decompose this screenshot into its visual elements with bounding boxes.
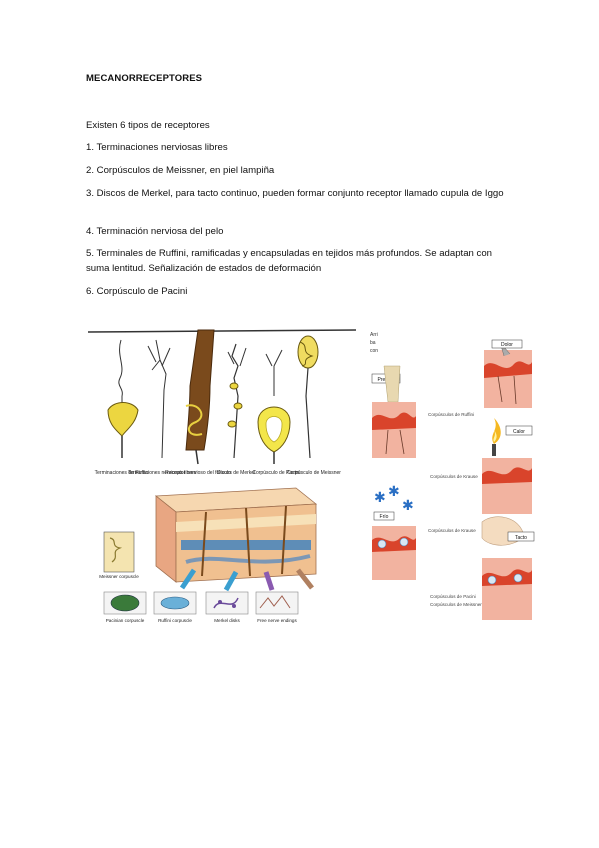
page-title: MECANORRECEPTORES — [86, 73, 203, 84]
touch-skin-panel: Tacto Corpúsculos de Pacini Corpúsculos … — [430, 516, 535, 620]
pain-skin-panel: Dolor — [484, 339, 532, 408]
receptor-label: Corpúsculo de Meissner — [287, 470, 341, 476]
receptors-illustration: Terminaciones de Ruffini Terminaciones n… — [86, 326, 358, 624]
bottom-label: Pacinian corpuscle — [106, 618, 145, 623]
skin-block-drawing — [154, 487, 318, 592]
free-nerve-endings-drawing — [147, 339, 171, 459]
receptor-label: Discos de Merkel — [217, 470, 255, 476]
meissner-corpuscle-drawing — [297, 335, 319, 459]
receptor-label: Terminaciones nerviosas libres — [128, 470, 197, 476]
bottom-label: Ruffini corpuscle — [158, 618, 192, 623]
list-item: 1. Terminaciones nerviosas libres — [86, 142, 228, 153]
bottom-receptor-boxes — [103, 591, 299, 615]
hair-follicle-drawing — [185, 329, 215, 465]
list-item: 2. Corpúsculos de Meissner, en piel lamp… — [86, 165, 275, 176]
caption: Corpúsculos de Pacini — [430, 594, 476, 599]
corner-text: Arri — [370, 332, 378, 338]
ruffini-receptor-drawing — [107, 339, 139, 458]
snowflake-icon: ✱ — [374, 489, 386, 505]
receptor-label: Receptor nervioso del folículo — [165, 470, 231, 476]
list-item: 5. Terminales de Ruffini, ramificadas y … — [86, 248, 493, 274]
corner-text: ba — [370, 340, 376, 346]
inset-label: Meissner corpuscle — [99, 574, 139, 579]
snowflake-icon: ✱ — [402, 497, 414, 513]
panel-label: Frío — [380, 514, 389, 520]
list-item: 6. Corpúsculo de Pacini — [86, 286, 188, 297]
caption: Corpúsculos de Ruffini — [428, 412, 474, 417]
snowflake-icon: ✱ — [388, 483, 400, 499]
receptor-label: Terminaciones de Ruffini — [95, 470, 150, 476]
sensations-illustration: Arri ba con Dolor Presión Corpúsculos de… — [364, 326, 542, 624]
caption: Corpúsculos de Krause — [430, 474, 478, 479]
bottom-label: Free nerve endings — [257, 618, 297, 623]
pressure-skin-panel: Presión Corpúsculos de Ruffini — [371, 365, 474, 458]
meissner-inset: Meissner corpuscle — [99, 531, 139, 579]
caption: Corpúsculos de Meissner — [430, 602, 482, 607]
list-item: 3. Discos de Merkel, para tacto continuo… — [86, 188, 504, 199]
bottom-label: Merkel disks — [214, 618, 240, 623]
heat-skin-panel: Calor Corpúsculos de Krause — [430, 418, 533, 514]
panel-label: Calor — [513, 429, 525, 435]
pacini-corpuscle-drawing — [257, 349, 291, 464]
merkel-disks-drawing — [227, 343, 247, 459]
list-item: 4. Terminación nerviosa del pelo — [86, 226, 224, 237]
intro-paragraph: Existen 6 tipos de receptores — [86, 120, 210, 131]
caption: Corpúsculos de Krause — [428, 528, 476, 533]
receptor-label: Corpúsculo de Pacini — [252, 470, 299, 476]
panel-label: Tacto — [515, 535, 527, 541]
cold-skin-panel: ✱ ✱ ✱ Frío Corpúsculos de Krause — [372, 483, 476, 580]
corner-text: con — [370, 348, 378, 354]
panel-label: Dolor — [501, 342, 513, 348]
